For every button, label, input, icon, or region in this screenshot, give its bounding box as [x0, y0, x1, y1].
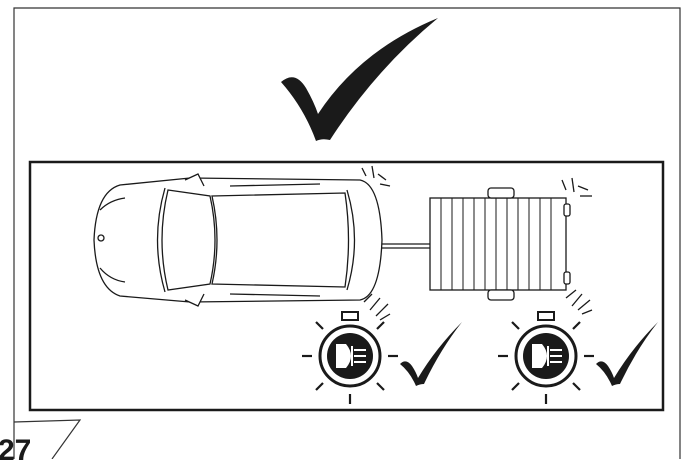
check-mark-icon — [596, 322, 658, 386]
figure-number: 27 — [0, 434, 32, 467]
scene-box — [28, 160, 665, 412]
rear-fog-lamp-warning-icon — [302, 311, 398, 404]
figure-tab — [13, 419, 82, 459]
outer-frame — [13, 7, 681, 459]
check-mark-icon — [400, 322, 462, 386]
trailer-rear-light-rays — [561, 177, 593, 315]
car-rear-light-rays — [361, 165, 391, 321]
rear-fog-lamp-warning-icon — [498, 311, 594, 404]
car-top-view-icon — [93, 173, 383, 307]
trailer-top-view-icon — [429, 187, 571, 301]
check-mark-icon — [281, 18, 438, 141]
tow-bar — [382, 243, 432, 249]
